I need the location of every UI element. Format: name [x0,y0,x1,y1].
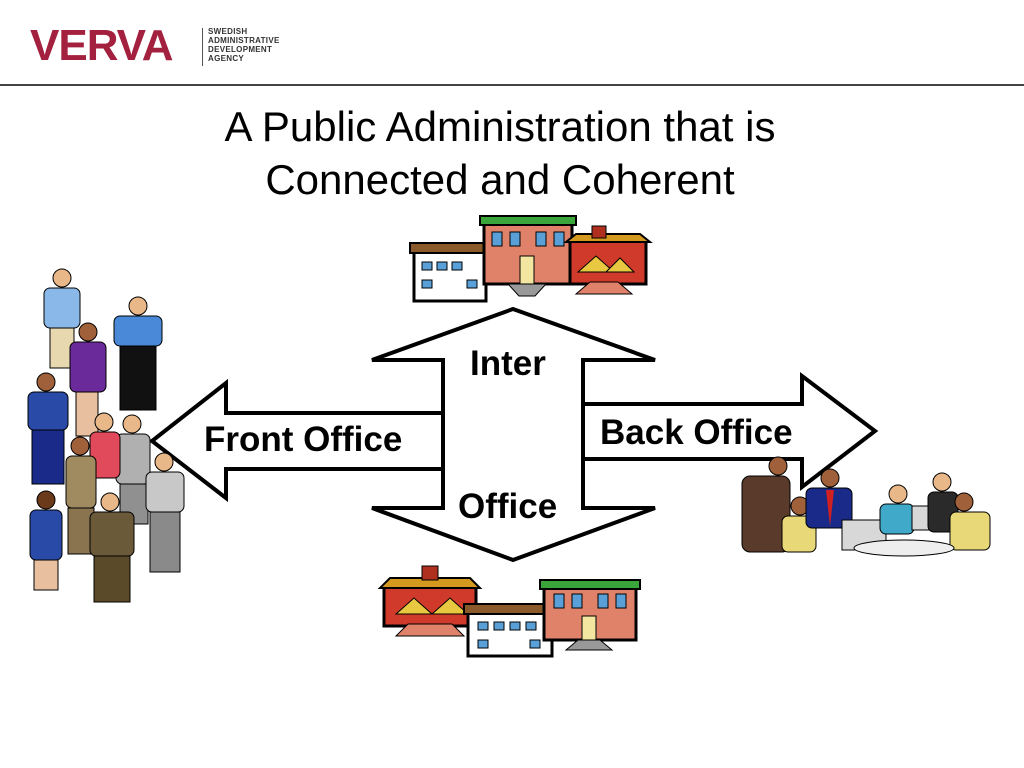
inter-label: Inter [470,344,546,383]
logo-wordmark: VERVA [30,21,174,70]
office-workers-icon [741,456,991,557]
header-rule [0,84,1024,86]
verva-logo: VERVA SWEDISH ADMINISTRATIVE DEVELOPMENT… [30,21,300,70]
logo-tagline-line: SWEDISH [208,27,248,36]
slide-title-line-1: A Public Administration that is [224,103,776,150]
front-office-arrow [148,378,445,503]
logo-tagline-line: AGENCY [208,54,245,63]
slide-title-line-2: Connected and Coherent [265,156,735,203]
logo-tagline: SWEDISH ADMINISTRATIVE DEVELOPMENT AGENC… [208,27,318,63]
buildings-bottom-icon [377,565,641,658]
slide-title: A Public Administration that is Connecte… [150,100,850,206]
back-office-arrow [581,371,879,492]
buildings-top-icon [409,215,653,303]
logo-tagline-line: DEVELOPMENT [208,45,273,54]
front-office-label: Front Office [204,420,403,459]
logo-divider [202,28,203,66]
logo-tagline-line: ADMINISTRATIVE [208,36,280,45]
inter-office-arrow [371,306,656,563]
office-label: Office [458,487,558,526]
citizens-group-icon [27,268,185,603]
back-office-label: Back Office [600,413,793,452]
